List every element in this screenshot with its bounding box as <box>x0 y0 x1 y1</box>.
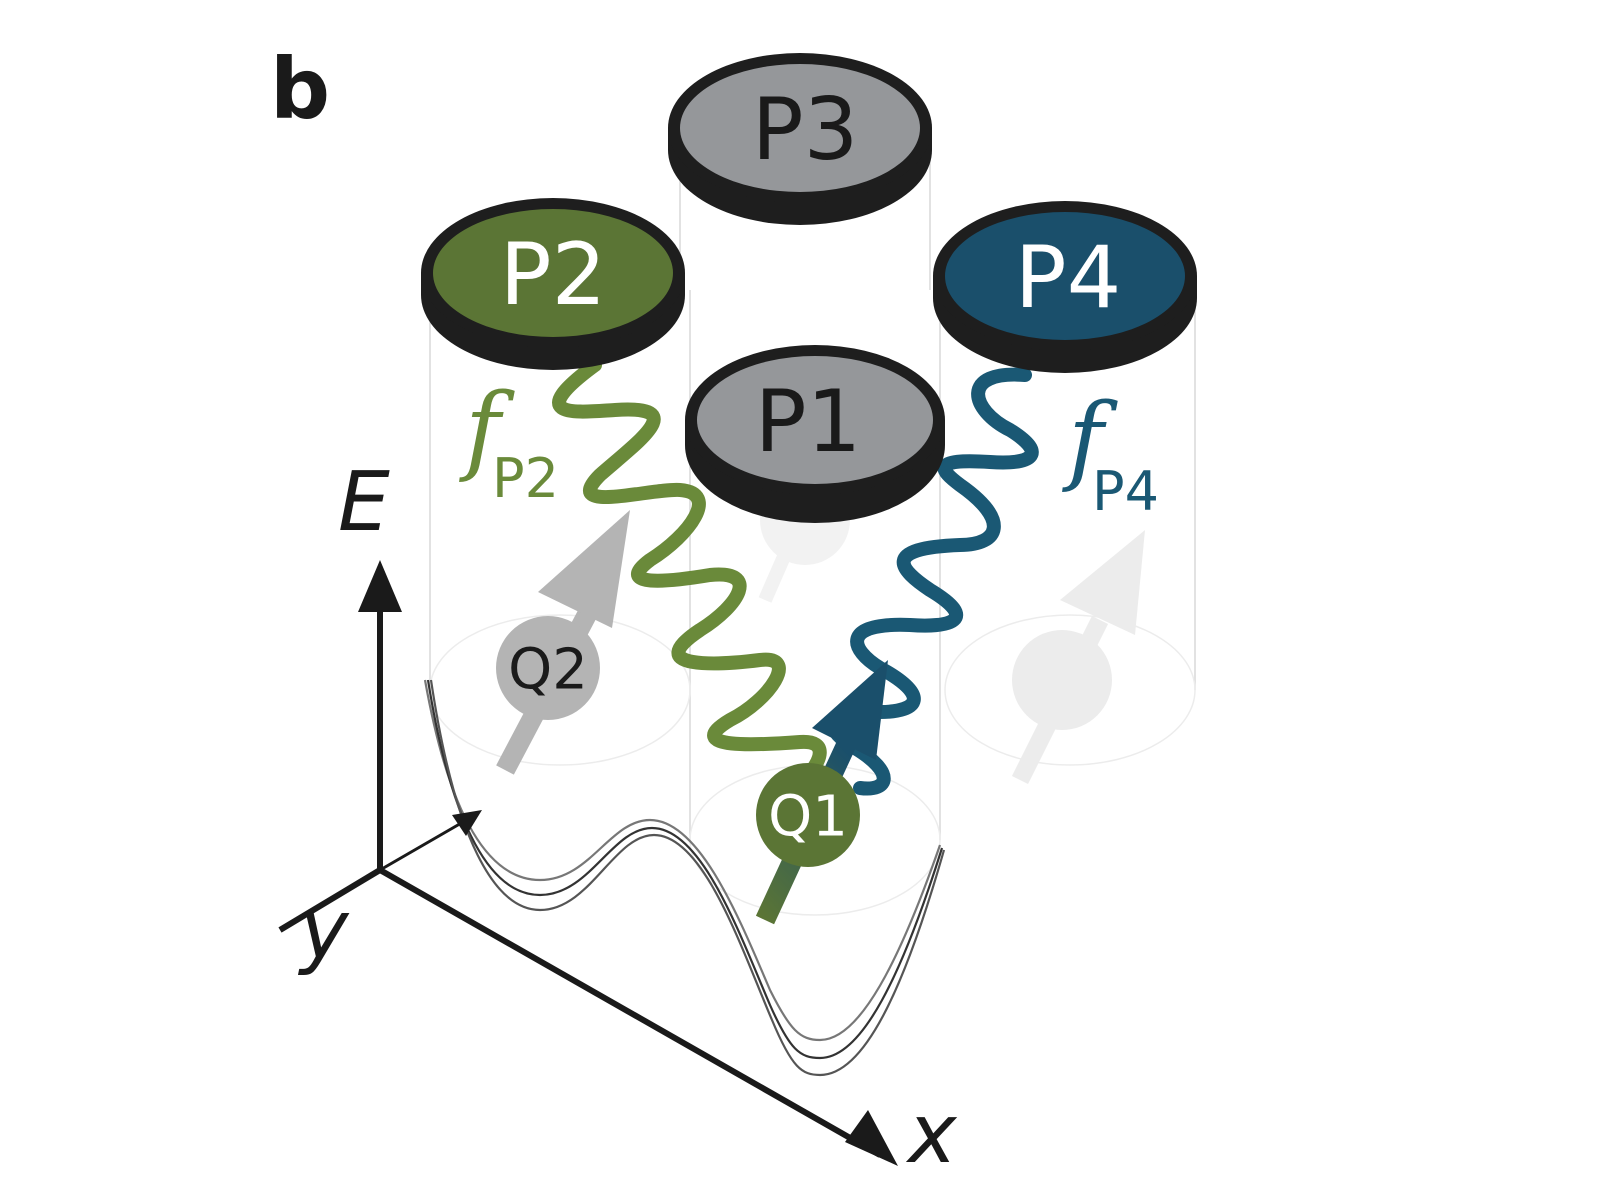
qubit-q1-label: Q1 <box>768 785 848 850</box>
energy-axis-arrowhead <box>358 560 402 612</box>
x-axis-label: x <box>905 1087 958 1182</box>
x-axis <box>378 867 882 1158</box>
axes <box>278 590 882 1158</box>
pad-p1-label: P1 <box>755 372 862 472</box>
pad-p2: P2 <box>421 198 685 370</box>
y-axis <box>278 867 382 933</box>
y-axis-back <box>379 816 471 872</box>
potential-curves <box>423 679 946 1077</box>
coupling-label-fp2-sub: P2 <box>492 447 559 510</box>
pad-p1: P1 <box>685 345 945 523</box>
y-axis-label: y <box>297 883 350 978</box>
coupling-label-fp4-sub: P4 <box>1092 460 1159 523</box>
qubit-q1: Q1 <box>755 660 888 925</box>
ghost-qubit-p4 <box>1011 530 1145 785</box>
x-axis-arrowhead <box>845 1110 898 1166</box>
pad-p2-label: P2 <box>500 225 607 325</box>
coupling-label-fp4: f P4 <box>1062 383 1159 523</box>
qubit-q2-label: Q2 <box>508 638 588 703</box>
pad-p3-label: P3 <box>752 80 859 180</box>
qubit-q2: Q2 <box>496 510 630 775</box>
pad-p3: P3 <box>668 53 932 225</box>
y-axis-back-arrowhead <box>452 810 482 836</box>
coupling-label-fp2: f P2 <box>459 373 559 510</box>
pad-p4: P4 <box>933 201 1197 373</box>
pad-p4-label: P4 <box>1015 228 1122 328</box>
energy-axis-label: E <box>338 455 390 550</box>
panel-label: b <box>270 40 330 138</box>
coupling-wave-p2 <box>552 358 827 782</box>
